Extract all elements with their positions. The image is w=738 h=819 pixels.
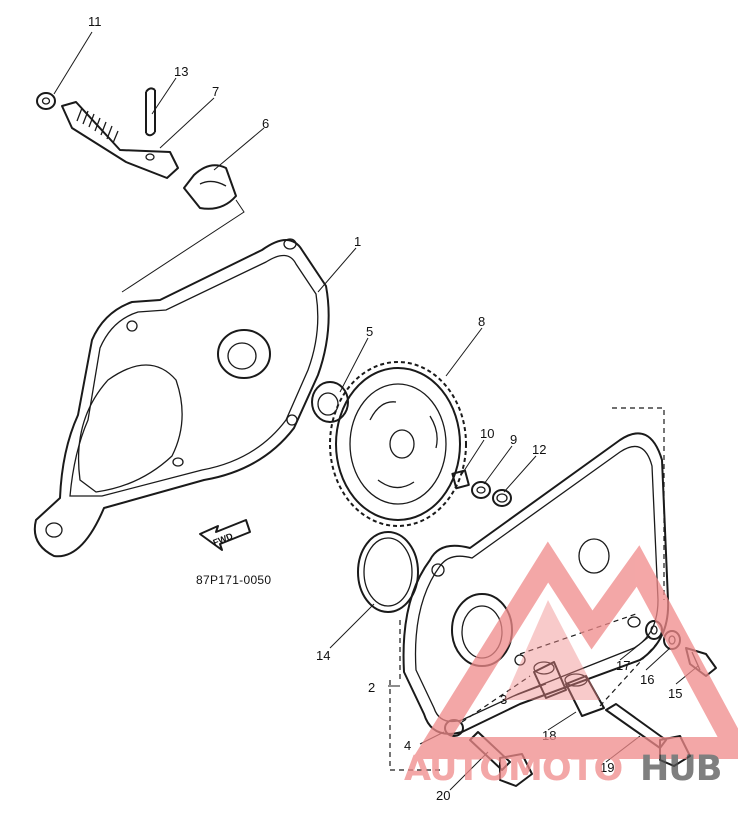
fwd-label: FWD (212, 531, 235, 548)
callout-14: 14 (316, 648, 330, 663)
dowel-3 (533, 661, 567, 699)
callout-11: 11 (88, 14, 102, 29)
pin-13 (145, 87, 156, 137)
shaft-7 (61, 101, 179, 179)
callout-3: 3 (500, 692, 507, 707)
key-10 (451, 469, 470, 490)
callout-20: 20 (436, 788, 450, 803)
gear-8 (329, 361, 467, 527)
callout-7: 7 (212, 84, 219, 99)
diagram-code: 87P171-0050 (196, 573, 271, 587)
callout-13: 13 (174, 64, 188, 79)
circlip-12 (492, 489, 512, 507)
washer-9 (471, 481, 491, 499)
watermark-moto: MOTO (508, 749, 622, 789)
callout-6: 6 (262, 116, 269, 131)
callout-1: 1 (354, 234, 361, 249)
cover-1 (33, 238, 330, 558)
watermark-auto: AUTO (404, 749, 508, 789)
callout-8: 8 (478, 314, 485, 329)
callout-4: 4 (404, 738, 411, 753)
callout-16: 16 (640, 672, 654, 687)
callout-5: 5 (366, 324, 373, 339)
bushing-6 (183, 164, 237, 210)
watermark-hub: HUB (640, 749, 721, 789)
callout-19: 19 (600, 760, 614, 775)
collar-18 (564, 673, 605, 717)
callout-2: 2 (368, 680, 375, 695)
callout-15: 15 (668, 686, 682, 701)
washer-11 (36, 92, 56, 110)
cover-ref-line (121, 199, 245, 293)
callout-12: 12 (532, 442, 546, 457)
watermark-logo: AUTO MOTO HUB (404, 541, 738, 789)
fwd-arrow-icon: FWD (199, 519, 251, 551)
assembly-lines (461, 613, 661, 723)
callout-9: 9 (510, 432, 517, 447)
callout-10: 10 (480, 426, 494, 441)
callout-17: 17 (616, 658, 630, 673)
o-ring-14 (357, 531, 419, 613)
